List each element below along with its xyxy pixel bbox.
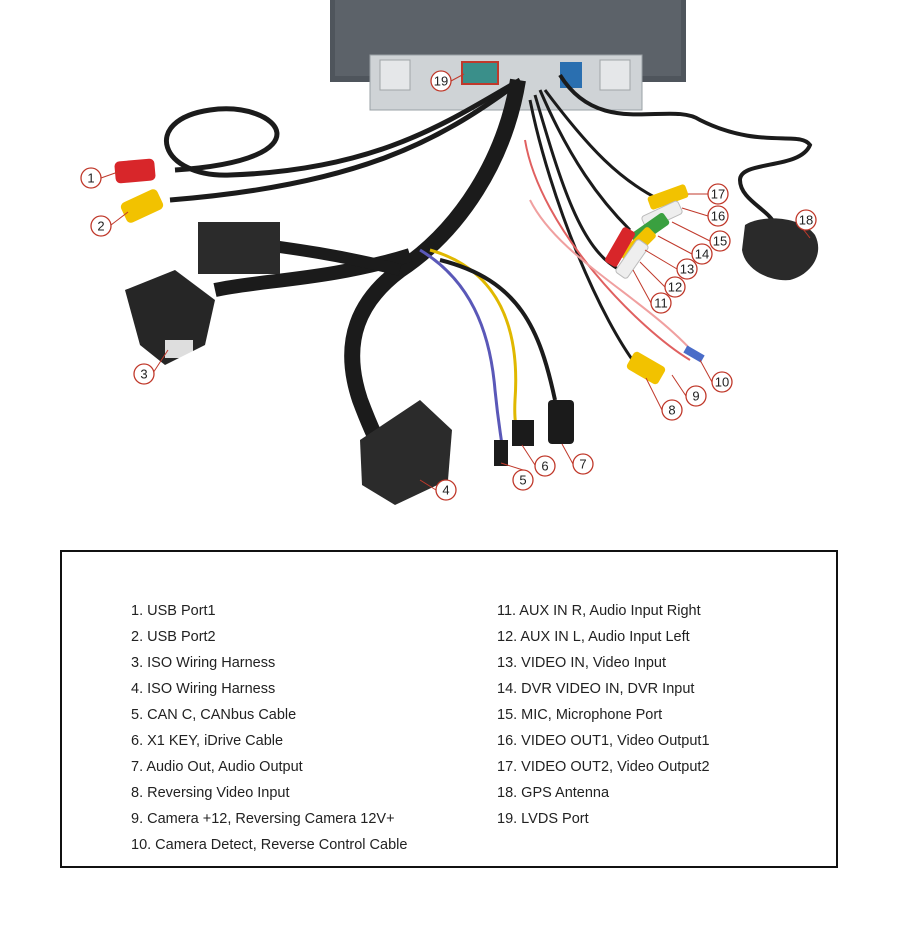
callout-5: 5 [512,469,534,491]
legend-item: 12. AUX IN L, Audio Input Left [497,629,690,645]
legend-item: 13. VIDEO IN, Video Input [497,655,666,671]
svg-text:6: 6 [541,459,548,474]
svg-text:12: 12 [668,280,682,295]
callout-17: 17 [707,183,729,205]
legend-item: 4. ISO Wiring Harness [131,681,276,697]
legend-item: 16. VIDEO OUT1, Video Output1 [497,733,710,749]
legend-right-column: 11. AUX IN R, Audio Input Right 12. AUX … [497,598,710,832]
head-unit [330,0,686,111]
usb-cables [114,77,522,223]
callout-6: 6 [534,455,556,477]
svg-text:18: 18 [799,213,813,228]
legend-item: 5. CAN C, CANbus Cable [131,707,297,723]
svg-text:9: 9 [692,389,699,404]
callout-13: 13 [676,258,698,280]
legend-item: 1. USB Port1 [131,603,216,619]
callout-19: 19 [430,70,452,92]
legend-item: 17. VIDEO OUT2, Video Output2 [497,759,710,775]
legend-item: 19. LVDS Port [497,811,589,827]
legend-item: 10. Camera Detect, Reverse Control Cable [131,837,408,853]
legend-item: 14. DVR VIDEO IN, DVR Input [497,681,695,697]
iso-connector-3 [125,222,280,365]
svg-text:13: 13 [680,262,694,277]
legend-item: 8. Reversing Video Input [131,785,290,801]
callout-15: 15 [709,230,731,252]
legend-left-column: 1. USB Port1 2. USB Port2 3. ISO Wiring … [131,598,407,858]
svg-text:15: 15 [713,234,727,249]
callout-12: 12 [664,276,686,298]
callout-9: 9 [685,385,707,407]
legend-item: 9. Camera +12, Reversing Camera 12V+ [131,811,395,827]
legend-item: 11. AUX IN R, Audio Input Right [497,603,701,619]
callout-14: 14 [691,243,713,265]
lvds-port [461,61,499,85]
legend-item: 15. MIC, Microphone Port [497,707,663,723]
callout-10: 10 [711,371,733,393]
leader-lines [100,73,811,491]
callout-18: 18 [795,209,817,231]
callout-11: 11 [650,292,672,314]
svg-text:5: 5 [519,473,526,488]
svg-text:19: 19 [434,74,448,89]
iso-connector-4 [360,400,452,505]
wiring-diagram: 1 2 3 4 5 6 7 8 9 10 11 12 13 14 15 16 1… [80,0,819,505]
legend-item: 2. USB Port2 [131,629,216,645]
svg-text:2: 2 [97,219,104,234]
callout-16: 16 [707,205,729,227]
svg-text:16: 16 [711,209,725,224]
svg-text:4: 4 [442,483,449,498]
rca-cables [524,89,705,385]
gps-antenna [558,73,819,281]
legend-item: 3. ISO Wiring Harness [131,655,276,671]
svg-text:10: 10 [715,375,729,390]
svg-text:7: 7 [579,457,586,472]
callout-3: 3 [133,363,155,385]
small-wires [419,248,574,466]
svg-text:8: 8 [668,403,675,418]
legend-item: 6. X1 KEY, iDrive Cable [131,733,284,749]
callout-8: 8 [661,399,683,421]
svg-text:17: 17 [711,187,725,202]
callout-1: 1 [80,167,102,189]
legend-item: 7. Audio Out, Audio Output [131,759,303,775]
svg-text:3: 3 [140,367,147,382]
svg-text:1: 1 [87,171,94,186]
callout-2: 2 [90,215,112,237]
legend-box: 1. USB Port1 2. USB Port2 3. ISO Wiring … [60,550,838,868]
svg-text:14: 14 [695,247,709,262]
legend-item: 18. GPS Antenna [497,785,610,801]
main-harness [213,78,526,478]
svg-text:11: 11 [654,296,668,311]
callout-7: 7 [572,453,594,475]
callout-4: 4 [435,479,457,501]
